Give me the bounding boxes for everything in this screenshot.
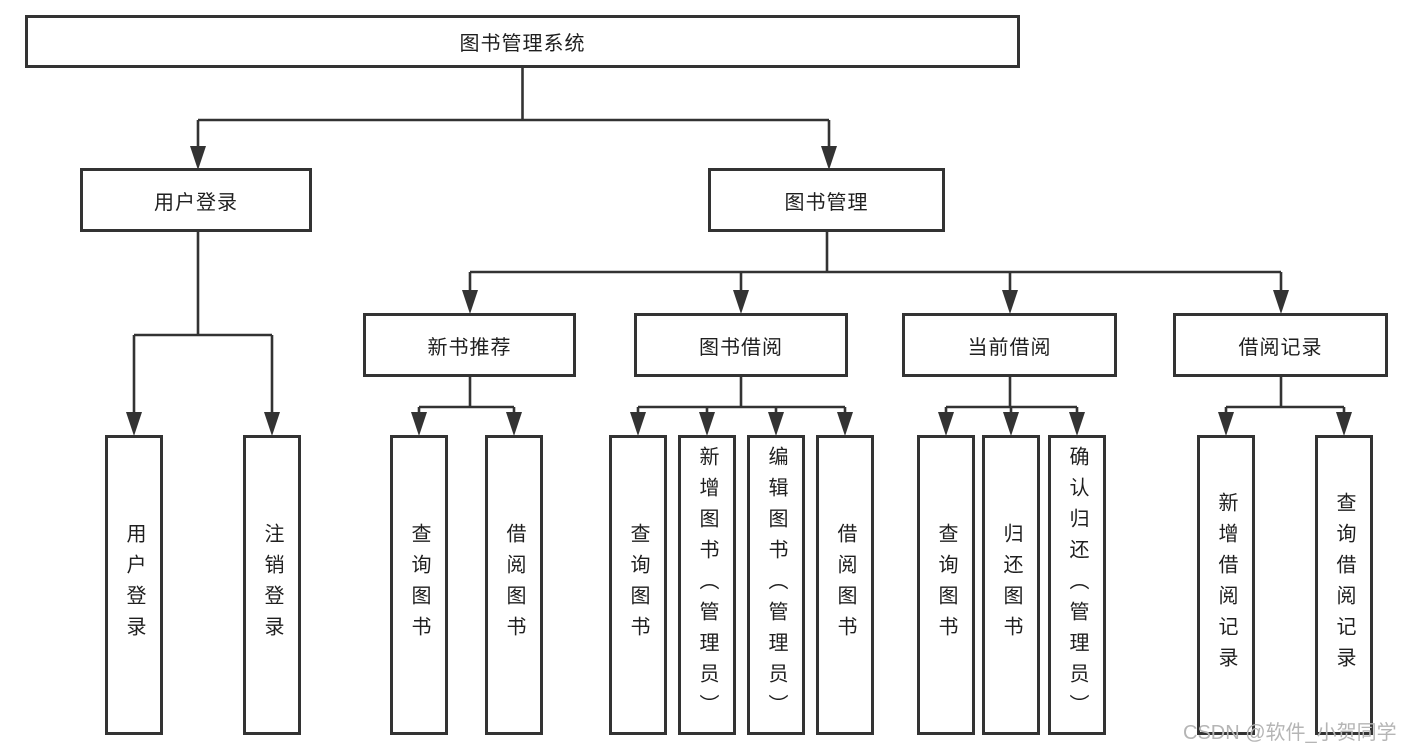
leaf-user-login: 用户登录: [105, 435, 163, 735]
node-new-book-recommend-label: 新书推荐: [427, 336, 512, 359]
leaf-return-books: 归还图书: [982, 435, 1040, 735]
leaf-return-books-label: 归还图书: [1000, 523, 1022, 647]
leaf-add-borrow-record: 新增借阅记录: [1197, 435, 1255, 735]
leaf-add-borrow-record-label: 新增借阅记录: [1215, 492, 1237, 678]
node-book-management: 图书管理: [708, 168, 945, 232]
leaf-user-login-label: 用户登录: [123, 523, 145, 647]
csdn-watermark: CSDN @软件_小贺同学: [1183, 722, 1397, 744]
node-user-login: 用户登录: [80, 168, 312, 232]
node-current-borrow: 当前借阅: [902, 313, 1117, 377]
leaf-borrow-query-books-label: 查询图书: [627, 523, 649, 647]
node-user-login-label: 用户登录: [154, 191, 238, 214]
node-book-borrow-label: 图书借阅: [699, 336, 783, 359]
node-root: 图书管理系统: [25, 15, 1020, 68]
node-borrow-records-label: 借阅记录: [1238, 336, 1323, 359]
leaf-add-books-admin: 新增图书（管理员）: [678, 435, 736, 735]
leaf-borrow-books: 借阅图书: [816, 435, 874, 735]
leaf-recommend-borrow-books: 借阅图书: [485, 435, 543, 735]
leaf-edit-books-admin-label: 编辑图书（管理员）: [765, 445, 787, 725]
leaf-confirm-return-admin: 确认归还（管理员）: [1048, 435, 1106, 735]
node-new-book-recommend: 新书推荐: [363, 313, 576, 377]
node-root-label: 图书管理系统: [459, 33, 586, 55]
leaf-confirm-return-admin-label: 确认归还（管理员）: [1066, 445, 1088, 725]
leaf-recommend-borrow-books-label: 借阅图书: [503, 523, 525, 647]
leaf-logout: 注销登录: [243, 435, 301, 735]
leaf-recommend-query-books-label: 查询图书: [408, 523, 430, 647]
leaf-current-query-books-label: 查询图书: [935, 523, 957, 647]
leaf-borrow-query-books: 查询图书: [609, 435, 667, 735]
leaf-recommend-query-books: 查询图书: [390, 435, 448, 735]
node-borrow-records: 借阅记录: [1173, 313, 1388, 377]
leaf-query-borrow-record-label: 查询借阅记录: [1333, 492, 1355, 678]
leaf-borrow-books-label: 借阅图书: [834, 523, 856, 647]
node-book-borrow: 图书借阅: [634, 313, 848, 377]
node-book-management-label: 图书管理: [784, 191, 869, 214]
leaf-edit-books-admin: 编辑图书（管理员）: [747, 435, 805, 735]
leaf-current-query-books: 查询图书: [917, 435, 975, 735]
leaf-query-borrow-record: 查询借阅记录: [1315, 435, 1373, 735]
node-current-borrow-label: 当前借阅: [967, 336, 1052, 359]
leaf-logout-label: 注销登录: [261, 523, 283, 647]
leaf-add-books-admin-label: 新增图书（管理员）: [696, 445, 718, 725]
